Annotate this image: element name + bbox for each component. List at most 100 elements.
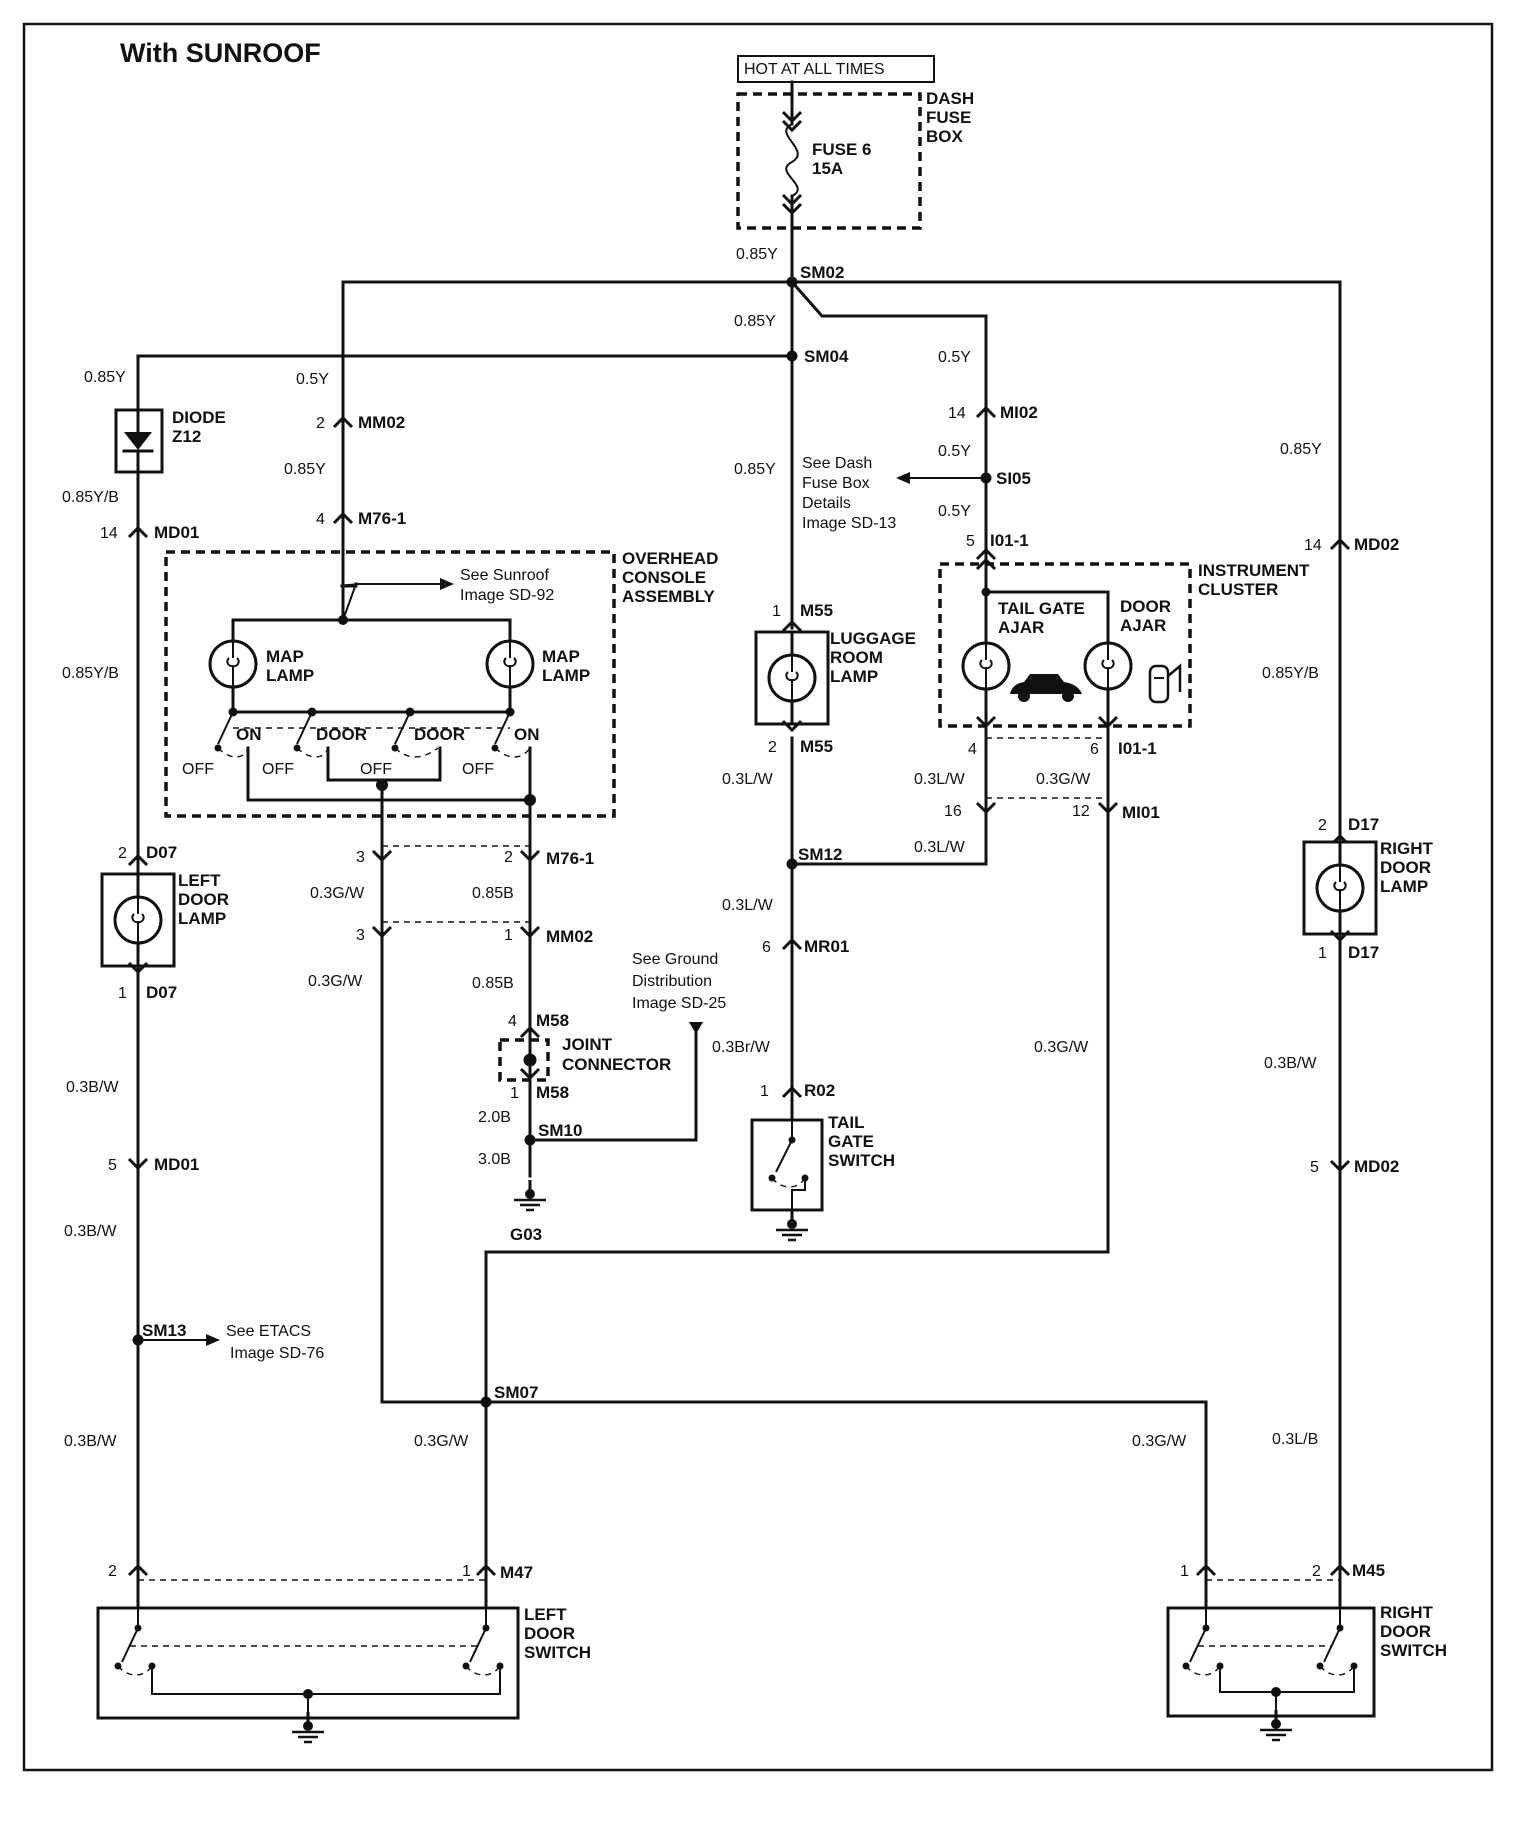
svg-text:DOOR: DOOR xyxy=(524,1624,575,1643)
wire-label: 0.3G/W xyxy=(310,885,365,902)
svg-text:LAMP: LAMP xyxy=(1380,877,1428,896)
svg-text:DOOR: DOOR xyxy=(1380,1622,1431,1641)
svg-text:3: 3 xyxy=(356,927,365,944)
svg-text:DOOR: DOOR xyxy=(178,890,229,909)
wire-label: 0.3B/W xyxy=(64,1433,117,1450)
instrument-cluster: 5 I01-1 INSTRUMENT CLUSTER TAIL GATE AJA… xyxy=(938,531,1310,758)
svg-text:SWITCH: SWITCH xyxy=(828,1151,895,1170)
wire-label: 0.3B/W xyxy=(64,1223,117,1240)
luggage-room-lamp: 1 M55 2 M55 LUGGAGE ROOM LAMP xyxy=(754,601,916,756)
svg-text:MI01: MI01 xyxy=(1122,803,1160,822)
svg-text:3: 3 xyxy=(356,849,365,866)
joint-connector-m58: 4 M58 1 M58 JOINT CONNECTOR xyxy=(498,1011,671,1102)
connector-md01-bottom: 5 MD01 xyxy=(108,1155,199,1174)
svg-text:6: 6 xyxy=(1090,741,1099,758)
svg-text:MM02: MM02 xyxy=(546,927,593,946)
diagram-border xyxy=(22,22,1494,1772)
svg-text:Image SD-25: Image SD-25 xyxy=(632,995,726,1012)
sunroof-reference: See Sunroof Image SD-92 xyxy=(342,567,554,621)
splice-sm12: SM12 xyxy=(798,845,842,864)
svg-text:12: 12 xyxy=(1072,803,1090,820)
svg-text:D07: D07 xyxy=(146,843,177,862)
svg-text:6: 6 xyxy=(762,939,771,956)
svg-text:DOOR: DOOR xyxy=(1120,597,1171,616)
svg-text:5: 5 xyxy=(1310,1159,1319,1176)
svg-text:DOOR: DOOR xyxy=(414,725,465,744)
car-icon xyxy=(1010,674,1082,702)
connector-m45: 1 2 M45 xyxy=(1180,1561,1385,1581)
svg-text:OVERHEAD: OVERHEAD xyxy=(622,549,718,568)
svg-text:R02: R02 xyxy=(804,1081,835,1100)
wire-label: 0.5Y xyxy=(296,371,329,388)
svg-text:D17: D17 xyxy=(1348,815,1379,834)
wire-label: 0.85Y xyxy=(84,369,126,386)
svg-text:GATE: GATE xyxy=(828,1132,874,1151)
svg-text:1: 1 xyxy=(1180,1563,1189,1580)
svg-text:5: 5 xyxy=(966,533,975,550)
svg-text:AJAR: AJAR xyxy=(1120,616,1166,635)
dash-fuse-box: DASH FUSE BOX xyxy=(736,89,974,230)
svg-text:Z12: Z12 xyxy=(172,427,201,446)
svg-text:LUGGAGE: LUGGAGE xyxy=(830,629,916,648)
ground-g03: G03 xyxy=(510,1178,548,1244)
svg-text:SWITCH: SWITCH xyxy=(524,1643,591,1662)
wire-label: 0.85B xyxy=(472,975,514,992)
svg-text:ASSEMBLY: ASSEMBLY xyxy=(622,587,716,606)
svg-text:LEFT: LEFT xyxy=(178,871,221,890)
connector-mm02-top: 2 MM02 xyxy=(316,413,405,432)
etacs-reference: See ETACS Image SD-76 xyxy=(138,1323,324,1362)
connector-mr01: 6 MR01 xyxy=(762,937,849,956)
svg-text:Image SD-76: Image SD-76 xyxy=(230,1345,324,1362)
svg-text:M55: M55 xyxy=(800,601,833,620)
svg-text:CONSOLE: CONSOLE xyxy=(622,568,706,587)
svg-text:5: 5 xyxy=(108,1157,117,1174)
connector-mi02: 14 MI02 xyxy=(948,403,1038,422)
svg-text:ON: ON xyxy=(514,725,540,744)
svg-text:LAMP: LAMP xyxy=(830,667,878,686)
svg-text:MD02: MD02 xyxy=(1354,1157,1399,1176)
svg-text:MD02: MD02 xyxy=(1354,535,1399,554)
svg-text:2: 2 xyxy=(1318,817,1327,834)
svg-text:Distribution: Distribution xyxy=(632,973,712,990)
splice-sm13: SM13 xyxy=(142,1321,186,1340)
svg-text:Image SD-13: Image SD-13 xyxy=(802,515,896,532)
splice-sm07: SM07 xyxy=(494,1383,538,1402)
tail-gate-switch: 1 R02 TAIL GATE SWITCH xyxy=(750,1081,895,1242)
svg-text:M55: M55 xyxy=(800,737,833,756)
wire-label: 0.5Y xyxy=(938,503,971,520)
map-lamp-switches: ON DOOR DOOR ON OFF OFF OFF OFF xyxy=(182,707,540,806)
svg-text:1: 1 xyxy=(118,985,127,1002)
svg-text:D17: D17 xyxy=(1348,943,1379,962)
svg-text:INSTRUMENT: INSTRUMENT xyxy=(1198,561,1310,580)
svg-text:CLUSTER: CLUSTER xyxy=(1198,580,1278,599)
connector-md01-top: 14 MD01 xyxy=(100,523,199,542)
svg-text:OFF: OFF xyxy=(360,761,392,778)
svg-text:1: 1 xyxy=(504,927,513,944)
wire-label: 0.85Y/B xyxy=(62,665,119,682)
svg-text:ROOM: ROOM xyxy=(830,648,883,667)
wire-label: 2.0B xyxy=(478,1109,511,1126)
wiring-harness xyxy=(136,279,1342,1610)
svg-text:See Ground: See Ground xyxy=(632,951,718,968)
wire-label: 0.3G/W xyxy=(308,973,363,990)
svg-text:M76-1: M76-1 xyxy=(546,849,594,868)
svg-text:M45: M45 xyxy=(1352,1561,1385,1580)
svg-text:MM02: MM02 xyxy=(358,413,405,432)
connector-m76-bottom: 3 2 M76-1 xyxy=(356,845,594,868)
svg-text:4: 4 xyxy=(968,741,977,758)
svg-text:I01-1: I01-1 xyxy=(990,531,1029,550)
svg-text:2: 2 xyxy=(504,849,513,866)
svg-text:AJAR: AJAR xyxy=(998,618,1044,637)
svg-text:16: 16 xyxy=(944,803,962,820)
map-lamps: MAP LAMP MAP LAMP xyxy=(208,615,590,714)
svg-text:1: 1 xyxy=(772,603,781,620)
svg-text:RIGHT: RIGHT xyxy=(1380,839,1434,858)
svg-text:See Sunroof: See Sunroof xyxy=(460,567,550,584)
car-door-open-icon xyxy=(1148,663,1182,704)
right-door-switch: RIGHT DOOR SWITCH xyxy=(1166,1603,1447,1742)
svg-text:1: 1 xyxy=(760,1083,769,1100)
wire-label: 0.3B/W xyxy=(66,1079,119,1096)
svg-text:4: 4 xyxy=(316,511,325,528)
diagram-title: With SUNROOF xyxy=(120,38,321,68)
svg-text:1: 1 xyxy=(462,1563,471,1580)
